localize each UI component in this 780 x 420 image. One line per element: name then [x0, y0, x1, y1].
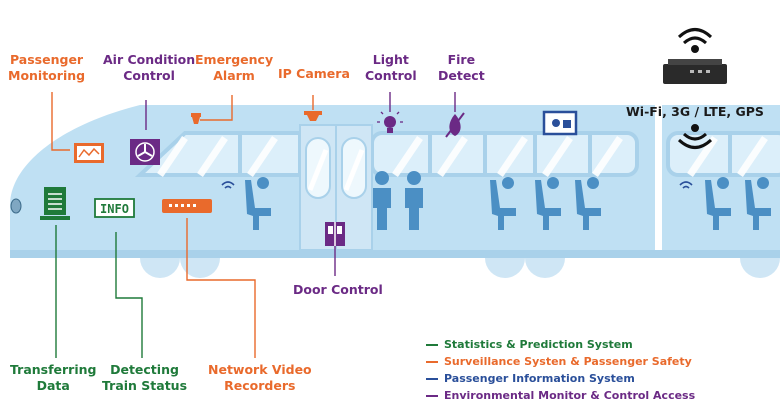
- door-icon: [325, 222, 345, 246]
- undercarriage: [10, 250, 780, 258]
- headlight: [10, 198, 22, 214]
- standing-passenger-icon: [407, 171, 421, 185]
- standing-passenger-body: [405, 188, 423, 230]
- seats: [245, 171, 771, 230]
- door-control-label: Door Control: [293, 282, 383, 297]
- legend-swatch: [426, 394, 438, 397]
- passenger-icon: [717, 177, 729, 189]
- wifi-small-icon: [221, 181, 693, 189]
- wifi-3g-gps-label: Wi-Fi, 3G / LTE, GPS: [626, 104, 764, 119]
- legend-item: Environmental Monitor & Control Access: [426, 387, 695, 404]
- router-icon: [663, 59, 727, 84]
- fan-icon: [130, 139, 160, 165]
- passenger-icon: [547, 177, 559, 189]
- fire-icon: [445, 112, 465, 138]
- terminal-icon: [40, 187, 70, 220]
- legend-item: Passenger Information System: [426, 370, 695, 387]
- standing-passenger-icon: [375, 171, 389, 185]
- legend-item: Statistics & Prediction System: [426, 336, 695, 353]
- legend-item-label: Statistics & Prediction System: [444, 338, 633, 351]
- legend-swatch: [426, 377, 438, 380]
- seat-icon: [490, 180, 516, 230]
- legend-item-label: Passenger Information System: [444, 372, 635, 385]
- passenger-icon: [257, 177, 269, 189]
- seat-icon: [535, 180, 561, 230]
- info-panel-text: INFO: [100, 202, 129, 216]
- legend: Statistics & Prediction System Surveilla…: [426, 336, 695, 404]
- passenger-icon: [502, 177, 514, 189]
- standing-passenger-body: [373, 188, 391, 230]
- wifi-icon: [677, 28, 713, 53]
- seat-icon: [575, 180, 601, 230]
- legend-item-label: Surveillance Systen & Passenger Safety: [444, 355, 692, 368]
- nvr-icon: [162, 199, 212, 213]
- info-panel: [94, 198, 135, 218]
- info-screen-icon: [542, 110, 578, 136]
- legend-swatch: [426, 360, 438, 363]
- connector-lines: [51, 92, 456, 358]
- camera-icon: [304, 111, 322, 121]
- light-bulb-icon: [377, 111, 403, 133]
- monitor-icon: [74, 143, 104, 163]
- seat-icon: [245, 180, 271, 230]
- legend-item-label: Environmental Monitor & Control Access: [444, 389, 696, 402]
- legend-item: Surveillance Systen & Passenger Safety: [426, 353, 695, 370]
- window-dividers: [238, 133, 732, 175]
- seat-icon: [705, 180, 731, 230]
- seat-icon: [745, 180, 771, 230]
- wifi-icon: [677, 124, 713, 149]
- window-glare: [157, 136, 768, 177]
- passenger-icon: [757, 177, 769, 189]
- passenger-icon: [587, 177, 599, 189]
- legend-swatch: [426, 343, 438, 346]
- alarm-icon: [191, 113, 201, 124]
- ip-camera-label: IP Camera: [278, 66, 350, 81]
